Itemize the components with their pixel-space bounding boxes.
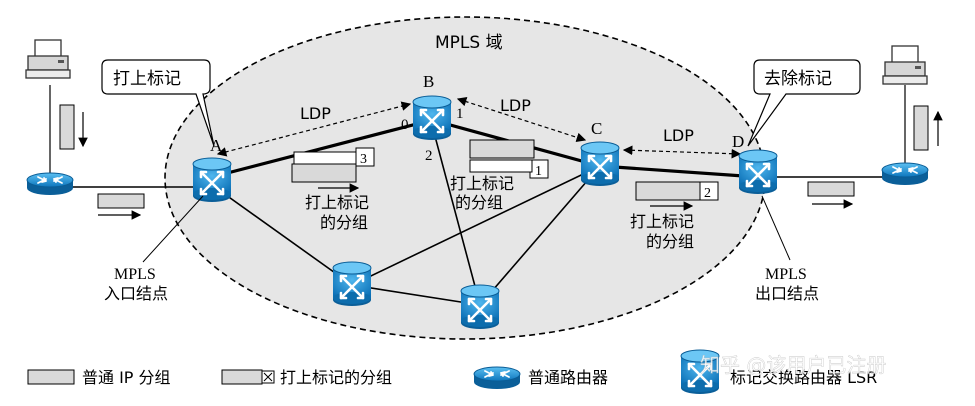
watermark: 知乎 @该用户已注册	[700, 353, 886, 377]
port-b2: 2	[425, 148, 433, 164]
legend-router: 普通路由器	[528, 368, 608, 387]
pop-callout: 去除标记	[747, 59, 861, 147]
right-host-packet	[913, 105, 929, 151]
domain-label: MPLS 域	[435, 33, 503, 53]
left-router-icon	[26, 172, 74, 196]
legend-lsr: 标记交换路由器 LSR	[730, 368, 877, 387]
legend-router-icon	[473, 366, 521, 390]
ldp-label-ab: LDP	[300, 104, 331, 123]
left-host-icon	[25, 39, 71, 79]
legend: 普通 IP 分组 打上标记的分组 普通路由器 标记交换路由器 LSR	[27, 348, 877, 396]
right-router-icon	[881, 162, 929, 186]
ldp-sessions	[216, 97, 742, 159]
ingress-label-line2: 入口结点	[104, 284, 168, 303]
push-callout: 打上标记	[101, 59, 215, 147]
label-value-bc: 1	[535, 164, 542, 179]
legend-plain-packet: 普通 IP 分组	[82, 368, 171, 387]
lsr-lower-right-icon	[459, 283, 501, 331]
labeled-packet-ab: 3	[291, 147, 375, 193]
legend-labeled-packet: 打上标记的分组	[280, 368, 392, 387]
right-host-icon	[882, 45, 928, 85]
lsr-a-icon	[191, 156, 233, 204]
lsr-d-icon	[737, 148, 779, 196]
router-b-label: B	[423, 72, 434, 91]
egress-label-line2: 出口结点	[755, 284, 819, 303]
lsr-b-icon	[411, 94, 453, 142]
lsr-c-icon	[579, 140, 621, 188]
ingress-label-line1: MPLS	[114, 266, 156, 283]
labeled-packet-bc-line1: 打上标记	[450, 174, 514, 193]
label-value-cd: 2	[704, 186, 711, 201]
labeled-packet-cd: 2	[635, 181, 719, 211]
ldp-label-cd: LDP	[663, 126, 694, 145]
ldp-label-bc: LDP	[500, 96, 531, 115]
labeled-packet-cd-line1: 打上标记	[630, 212, 694, 231]
egress-label-line1: MPLS	[765, 266, 807, 283]
labeled-packet-ab-line1: 打上标记	[305, 193, 369, 212]
router-d-label: D	[732, 132, 744, 151]
lsr-lower-left-icon	[331, 260, 373, 308]
ingress-plain-packet	[97, 193, 145, 209]
labeled-packet-bc-line2: 的分组	[455, 193, 503, 212]
pop-callout-text: 去除标记	[764, 69, 832, 89]
egress-plain-packet	[807, 181, 855, 197]
labeled-packet-bc: 1	[469, 139, 549, 179]
label-value-ab: 3	[360, 152, 367, 167]
push-callout-text: 打上标记	[113, 69, 181, 89]
labeled-packet-cd-line2: 的分组	[646, 232, 694, 251]
router-c-label: C	[591, 119, 602, 138]
labeled-packet-ab-line2: 的分组	[320, 213, 368, 232]
port-b0: 0	[401, 117, 409, 133]
port-b1: 1	[456, 106, 464, 122]
left-host-packet	[59, 104, 75, 150]
